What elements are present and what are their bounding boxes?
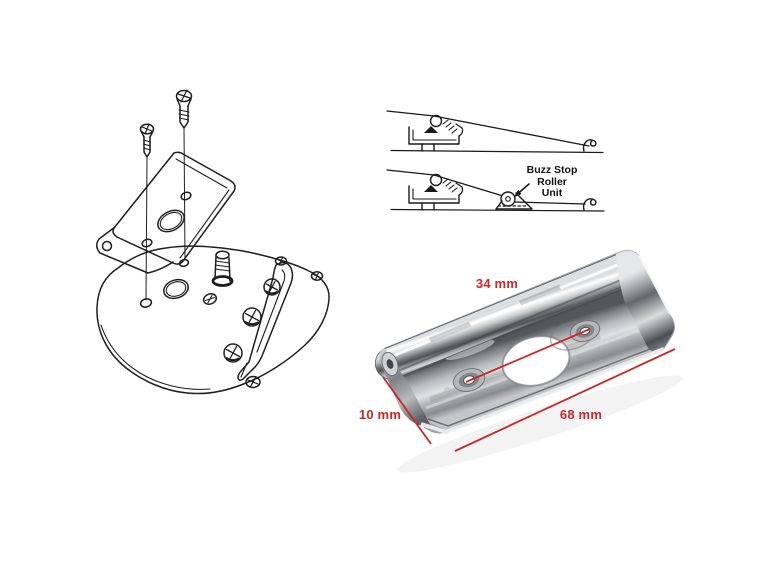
bracket-screw-hole-bottom (141, 238, 153, 248)
dimension-label-10mm: 10 mm (358, 407, 402, 422)
saddle-roller (429, 114, 443, 128)
phillips-screw-6 (310, 271, 324, 281)
diagram-without-roller (386, 110, 604, 154)
tremolo-arm (237, 261, 294, 382)
plate-hole-right (178, 258, 190, 268)
saddle-roller (429, 173, 443, 187)
leader-line-left (145, 157, 148, 301)
phillips-screw-4 (245, 375, 261, 389)
photo-axle-end (381, 351, 399, 377)
exploded-view-drawing (96, 89, 330, 395)
bridge-legs (421, 143, 435, 152)
bracket-screw-hole-top (180, 191, 192, 201)
lock-nut (202, 293, 218, 305)
string-shallow-angle (386, 110, 590, 147)
string-angle-diagrams (386, 110, 605, 212)
dimension-label-68mm: 68 mm (559, 407, 603, 422)
dimension-line-68mm (454, 348, 676, 452)
phillips-screw-3 (223, 343, 243, 363)
dimension-line-10mm (382, 376, 432, 445)
photo-right-flange (616, 250, 675, 352)
tailpiece-hook (582, 198, 597, 211)
photo-center-hole (501, 335, 571, 387)
buzz-stop-callout: Buzz Stop Roller Unit (506, 164, 598, 200)
buzz-stop-roller-unit-symbol (495, 191, 533, 210)
roller-bracket (96, 151, 236, 274)
callout-line-1: Buzz Stop (526, 164, 578, 176)
plate-oval-hole (163, 278, 189, 300)
dimension-line-hole-spacing (465, 328, 591, 383)
photo-front-lip (420, 347, 665, 435)
diagram-with-roller (386, 169, 605, 212)
wood-screw-small (139, 123, 155, 158)
tailpiece-hook (582, 139, 597, 152)
bracket-axle-flange (96, 226, 174, 274)
threaded-post (211, 250, 234, 287)
plate-hole-left (139, 298, 153, 308)
leader-line-right (183, 127, 186, 261)
phillips-screw-2 (242, 307, 262, 327)
string-steep-angle (386, 169, 586, 205)
tremolo-base-plate (96, 245, 330, 395)
photo-shadow (397, 375, 683, 473)
callout-arrow-icon (513, 183, 530, 198)
body-line (390, 208, 605, 212)
callout-line-3: Unit (541, 187, 563, 199)
wood-screw-large (175, 89, 193, 129)
body-line (390, 149, 604, 154)
callout-line-2: Roller (537, 175, 567, 188)
dimension-lines (382, 328, 676, 452)
dimension-label-34mm: 34 mm (475, 276, 519, 291)
axle-hole (101, 240, 113, 252)
bridge-legs (421, 202, 435, 211)
product-photo (374, 249, 683, 473)
